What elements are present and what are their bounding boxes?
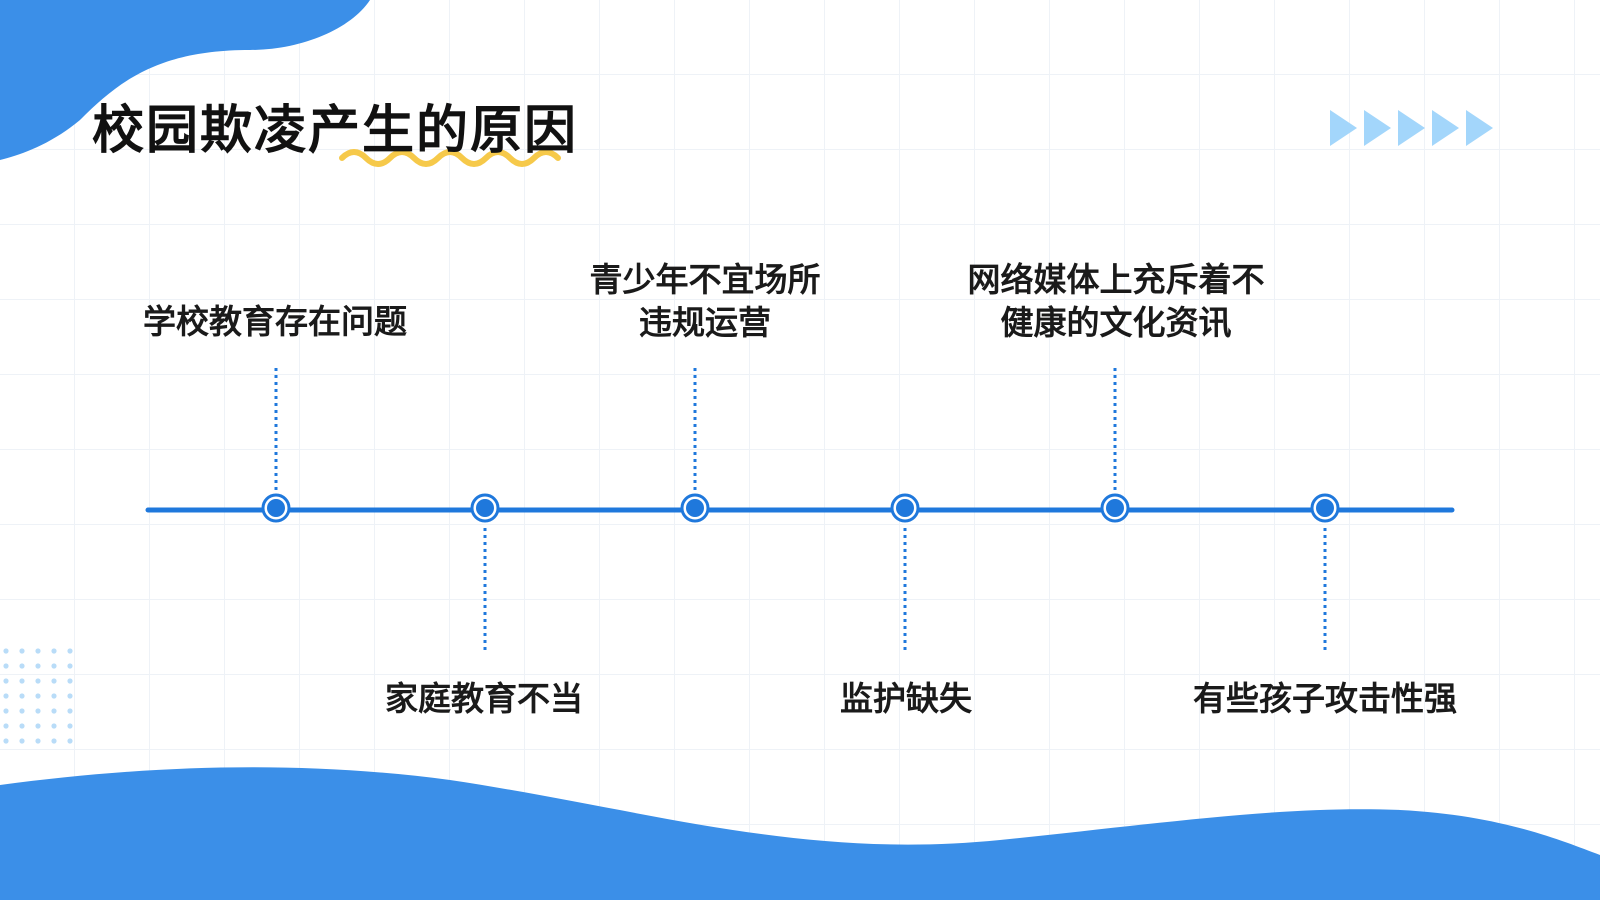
decorative-dot	[51, 648, 57, 654]
cause-label-family: 家庭教育不当	[364, 677, 604, 720]
decorative-dot	[3, 678, 9, 684]
decorative-dot	[19, 663, 25, 669]
decorative-dot	[51, 678, 57, 684]
arrow-right-icon	[1330, 110, 1357, 146]
decorative-dot	[19, 693, 25, 699]
cause-text: 有些孩子攻击性强	[1193, 679, 1457, 718]
decorative-dot	[67, 738, 73, 744]
decorative-dot	[35, 648, 41, 654]
cause-text: 学校教育存在问题	[143, 302, 407, 341]
cause-label-venues: 青少年不宜场所 违规运营	[560, 258, 850, 344]
decorative-dot	[35, 693, 41, 699]
arrow-right-icon	[1466, 110, 1493, 146]
squiggle-underline	[339, 149, 561, 167]
cause-label-media: 网络媒体上充斥着不 健康的文化资讯	[946, 258, 1286, 344]
decorative-dot	[51, 663, 57, 669]
cause-text: 青少年不宜场所	[589, 260, 821, 299]
decorative-dot	[35, 678, 41, 684]
decorative-dot	[3, 648, 9, 654]
cause-label-guardianship: 监护缺失	[806, 677, 1006, 720]
decorative-dot	[67, 708, 73, 714]
decorative-dot	[19, 738, 25, 744]
decorative-dot	[51, 708, 57, 714]
cause-text: 健康的文化资讯	[1000, 303, 1232, 342]
arrow-right-icon	[1398, 110, 1425, 146]
cause-text: 家庭教育不当	[385, 679, 583, 718]
decorative-dot	[3, 708, 9, 714]
decorative-dot	[35, 663, 41, 669]
decorative-dot	[67, 693, 73, 699]
decorative-dot	[51, 723, 57, 729]
arrow-right-icon	[1432, 110, 1459, 146]
corner-blob	[0, 0, 370, 160]
decorative-dot	[67, 723, 73, 729]
decorative-dot	[35, 708, 41, 714]
timeline-node-dot	[1106, 499, 1124, 517]
cause-text: 监护缺失	[840, 679, 972, 718]
arrow-right-icon	[1364, 110, 1391, 146]
decorative-dot	[19, 678, 25, 684]
decorative-dot	[3, 663, 9, 669]
decorative-dot	[67, 663, 73, 669]
decorative-dot	[67, 648, 73, 654]
decorative-dot	[3, 693, 9, 699]
decorative-dot	[19, 723, 25, 729]
bottom-wave	[0, 767, 1600, 900]
decorative-dot-grid	[3, 648, 73, 744]
decorative-dot	[35, 738, 41, 744]
decorative-dot	[19, 708, 25, 714]
cause-text: 违规运营	[639, 303, 771, 342]
decorative-dot	[35, 723, 41, 729]
page-title: 校园欺凌产生的原因	[92, 101, 579, 161]
cause-label-school: 学校教育存在问题	[140, 300, 410, 343]
timeline-node-dot	[1316, 499, 1334, 517]
decorative-dot	[3, 723, 9, 729]
decorative-dot	[67, 678, 73, 684]
decorative-dot	[51, 738, 57, 744]
timeline-node-dot	[476, 499, 494, 517]
decorative-dot	[3, 738, 9, 744]
timeline-nodes	[261, 368, 1340, 650]
cause-text: 网络媒体上充斥着不	[967, 260, 1265, 299]
cause-label-aggression: 有些孩子攻击性强	[1175, 677, 1475, 720]
arrow-right-icon-group	[1330, 110, 1493, 146]
timeline-node-dot	[896, 499, 914, 517]
decorative-dot	[19, 648, 25, 654]
timeline-node-dot	[686, 499, 704, 517]
timeline-node-dot	[267, 499, 285, 517]
decorative-dot	[51, 693, 57, 699]
